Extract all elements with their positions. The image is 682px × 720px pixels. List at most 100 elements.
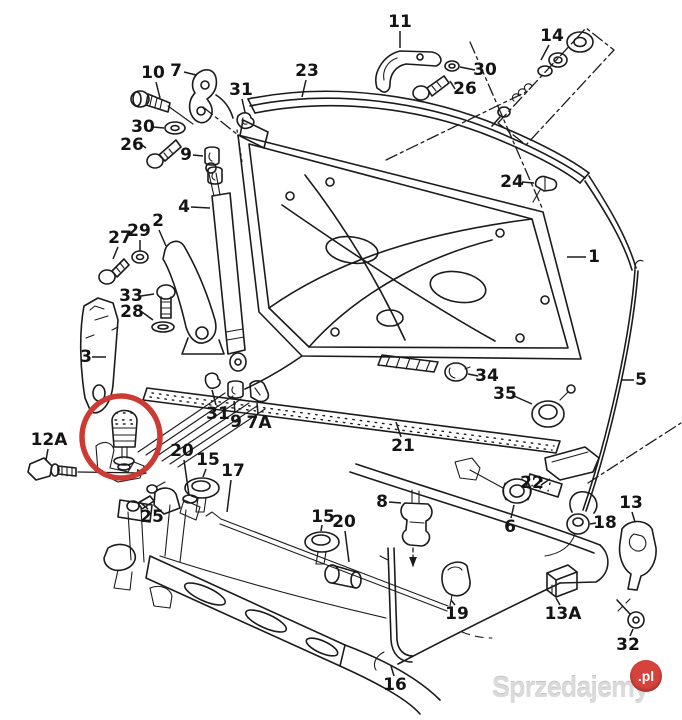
hood-inner-panel [237, 119, 582, 390]
leader-line-18 [589, 522, 597, 525]
bracket-11 [375, 50, 442, 93]
hinge-arm-2 [162, 240, 225, 355]
part-label-13A: 13A [545, 604, 583, 624]
part-label-9: 9 [230, 412, 242, 432]
leader-line-20 [344, 530, 350, 563]
part-label-7: 7 [170, 61, 182, 81]
bolt-27 [98, 258, 130, 285]
part-label-22: 22 [520, 473, 544, 493]
part-label-11: 11 [388, 12, 412, 32]
bolt-26-right [412, 75, 450, 101]
part-label-28: 28 [120, 302, 144, 322]
leader-line-13A [555, 597, 561, 606]
seal-strip-21 [137, 387, 561, 468]
leader-line-32 [629, 628, 634, 637]
grommet-15-right [304, 531, 340, 565]
washer-29 [131, 250, 149, 264]
leader-line-27 [112, 246, 119, 260]
part-label-25: 25 [140, 507, 164, 527]
clip-31-center [204, 372, 221, 390]
leader-line-14 [540, 44, 550, 61]
grommet-34 [444, 362, 471, 382]
watermark: Sprzedajemy [492, 672, 649, 704]
part-label-35: 35 [493, 384, 517, 404]
leader-line-22 [540, 478, 551, 486]
rubber-buffer [95, 409, 145, 483]
leader-line-12A [45, 448, 49, 461]
leader-line-7A [256, 402, 259, 415]
part-label-6: 6 [504, 517, 516, 537]
leader-line-21 [395, 421, 402, 438]
part-label-9: 9 [180, 145, 192, 165]
washer-28 [151, 321, 175, 333]
part-label-33: 33 [119, 286, 143, 306]
leader-line-26 [449, 80, 456, 90]
sleeve-13a [546, 564, 578, 598]
hook-13 [618, 520, 657, 591]
part-label-7A: 7A [247, 413, 273, 433]
leader-line-15 [202, 468, 207, 478]
part-label-4: 4 [178, 197, 190, 217]
leader-line-6 [510, 504, 515, 519]
part-label-17: 17 [221, 461, 245, 481]
leader-line-9 [192, 154, 204, 157]
buffer-24 [532, 175, 558, 203]
part-label-30: 30 [131, 117, 155, 137]
part-label-27: 27 [108, 228, 132, 248]
assembly-axes [202, 41, 682, 484]
grommet-6 [454, 457, 532, 504]
grommet-18 [544, 490, 598, 557]
part-label-8: 8 [376, 492, 388, 512]
leader-line-24 [521, 181, 535, 184]
part-label-12A: 12A [31, 430, 69, 450]
buffer-9-top [204, 146, 223, 185]
body-panel [349, 463, 609, 671]
gas-strut [205, 162, 247, 372]
barrel-20 [324, 564, 362, 589]
leader-line-8 [388, 501, 402, 504]
leader-line-25 [140, 502, 149, 510]
part-label-5: 5 [635, 370, 647, 390]
watermark-pl-badge: .pl [630, 660, 662, 692]
bolt-10 [130, 90, 171, 113]
leader-line-30 [152, 126, 165, 129]
part-label-18: 18 [593, 513, 617, 533]
part-label-23: 23 [295, 61, 319, 81]
part-label-13: 13 [619, 493, 643, 513]
bracket-7a [249, 380, 270, 403]
part-label-3: 3 [80, 347, 92, 367]
screw-32 [616, 598, 645, 629]
leader-line-15 [320, 524, 323, 532]
leader-line-4 [190, 206, 211, 209]
part-label-16: 16 [383, 675, 407, 695]
leader-line-20 [183, 459, 190, 496]
part-label-24: 24 [500, 172, 524, 192]
hood-skin-strip [247, 90, 637, 271]
leader-line-19 [450, 599, 456, 606]
part-label-15: 15 [196, 450, 220, 470]
leader-line-13 [631, 511, 636, 523]
part-label-2: 2 [152, 211, 164, 231]
part-label-29: 29 [127, 221, 151, 241]
leader-line-34 [467, 373, 479, 377]
leader-line-28 [141, 311, 154, 321]
leader-line-17 [226, 479, 232, 513]
hood-hinge [167, 69, 234, 125]
adjuster-assembly-14 [491, 27, 615, 146]
highlight-annotation [79, 393, 163, 481]
part-label-19: 19 [445, 604, 469, 624]
part-label-32: 32 [616, 635, 640, 655]
support-rod-5 [582, 259, 644, 512]
part-label-10: 10 [141, 63, 165, 83]
part-label-26: 26 [120, 135, 144, 155]
part-label-14: 14 [540, 26, 564, 46]
bolt-26-left [146, 139, 182, 169]
part-label-20: 20 [332, 512, 356, 532]
leader-line-31 [211, 389, 217, 406]
washer-30-right [444, 60, 460, 72]
leader-line-31 [241, 98, 246, 113]
bolt-25 [126, 481, 166, 512]
part-label-30: 30 [473, 60, 497, 80]
clip-31-top [236, 112, 255, 130]
